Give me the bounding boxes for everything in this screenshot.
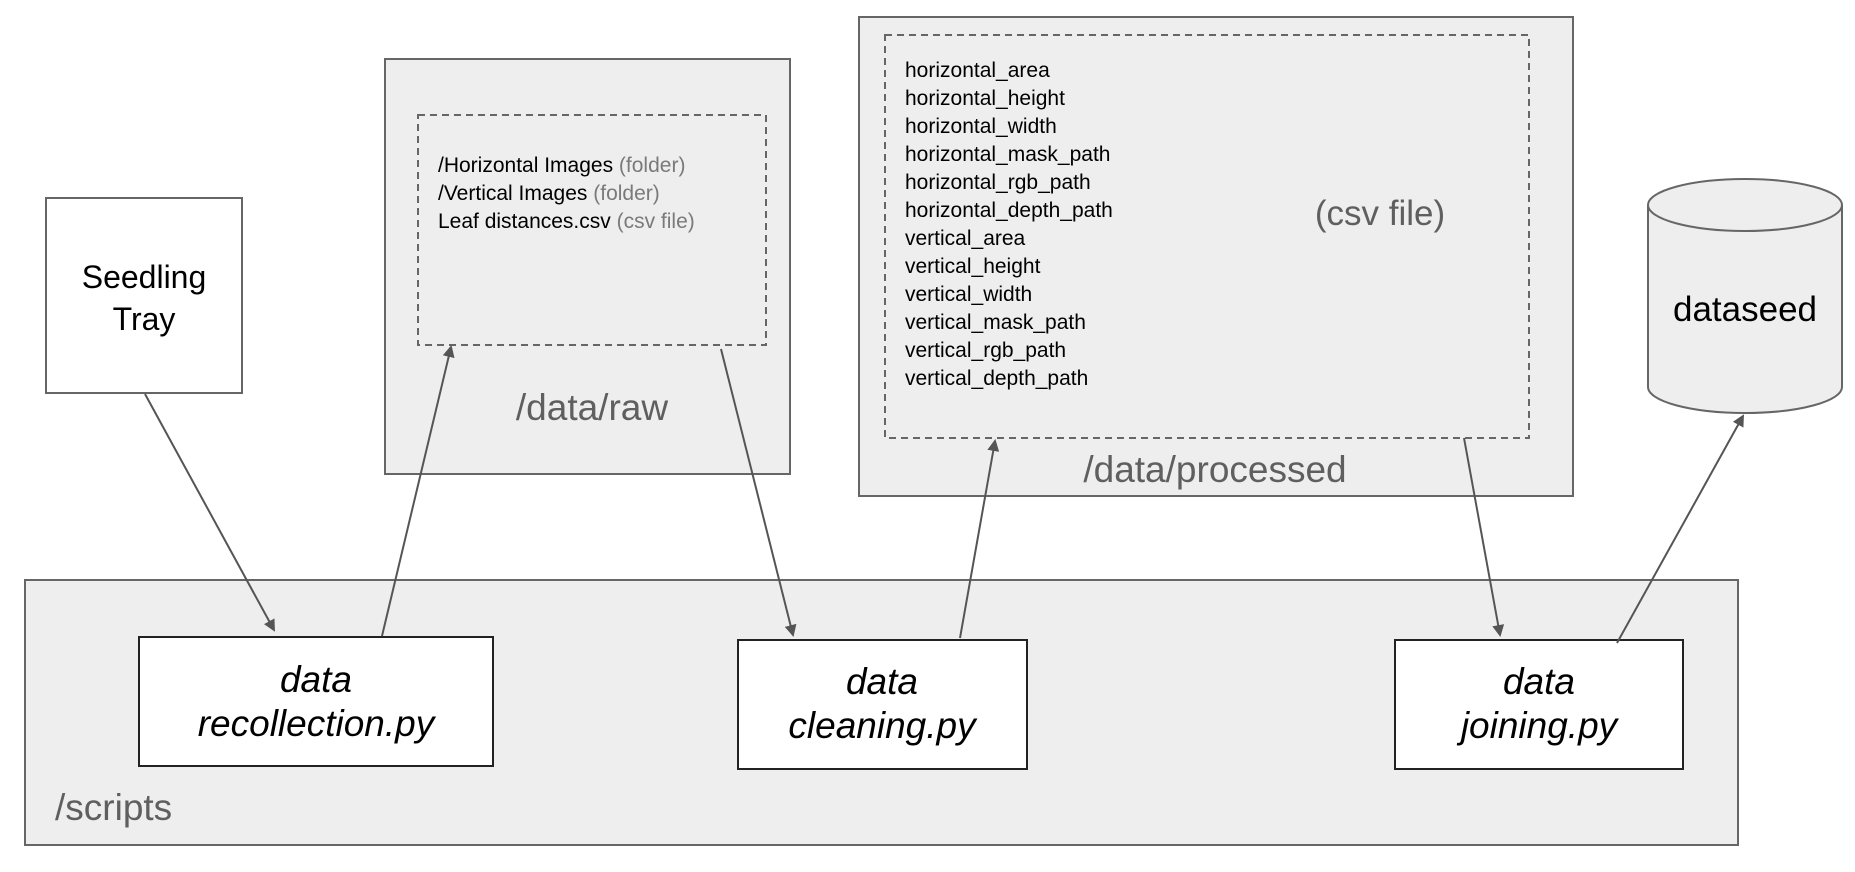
processed-column-item: vertical_depth_path <box>905 367 1088 390</box>
processed-column-item: horizontal_height <box>905 87 1065 110</box>
script-data-joining: data joining.py <box>1394 639 1684 770</box>
data-processed-label: /data/processed <box>1083 449 1346 490</box>
seedling-tray-label-line2: Tray <box>113 301 176 337</box>
script-cleaning-line1: data <box>846 661 918 702</box>
raw-item-horizontal-images: /Horizontal Images (folder) <box>438 154 685 177</box>
processed-column-item: vertical_area <box>905 227 1026 250</box>
arrow-cleaning-to-processed <box>959 439 1000 639</box>
raw-item-leaf-distances: Leaf distances.csv (csv file) <box>438 210 695 233</box>
script-cleaning-line2: cleaning.py <box>788 705 978 746</box>
processed-column-item: horizontal_area <box>905 59 1050 82</box>
processed-file-type-label: (csv file) <box>1315 194 1445 233</box>
arrow-tray-to-recollection <box>144 393 275 632</box>
data-raw-label: /data/raw <box>516 387 668 428</box>
processed-column-item: horizontal_depth_path <box>905 199 1113 222</box>
arrow-joining-to-dataseed <box>1616 414 1744 644</box>
data-raw-container: /Horizontal Images (folder) /Vertical Im… <box>384 58 791 475</box>
processed-column-item: vertical_rgb_path <box>905 339 1066 362</box>
script-data-recollection: data recollection.py <box>138 636 494 767</box>
raw-contents-box <box>417 114 767 346</box>
arrow-recollection-to-raw <box>381 345 455 637</box>
dataseed-label: dataseed <box>1673 290 1817 329</box>
arrow-processed-to-joining <box>1463 437 1505 637</box>
raw-item-vertical-images: /Vertical Images (folder) <box>438 182 660 205</box>
processed-csv-box <box>884 34 1530 439</box>
seedling-tray-node: Seedling Tray <box>45 197 243 394</box>
script-joining-line1: data <box>1503 661 1575 702</box>
processed-column-item: horizontal_rgb_path <box>905 171 1091 194</box>
processed-column-item: vertical_width <box>905 283 1032 306</box>
arrow-raw-to-cleaning <box>720 348 797 637</box>
processed-column-item: horizontal_mask_path <box>905 143 1110 166</box>
scripts-container-label: /scripts <box>55 787 172 828</box>
processed-column-item: vertical_height <box>905 255 1041 278</box>
seedling-tray-label-line1: Seedling <box>82 259 207 295</box>
script-joining-line2: joining.py <box>1456 705 1620 746</box>
script-data-cleaning: data cleaning.py <box>737 639 1028 770</box>
data-processed-container: horizontal_area horizontal_height horizont… <box>858 16 1574 497</box>
processed-column-item: vertical_mask_path <box>905 311 1086 334</box>
script-recollection-line1: data <box>280 659 352 700</box>
processed-column-item: horizontal_width <box>905 115 1057 138</box>
script-recollection-line2: recollection.py <box>198 703 437 744</box>
dataseed-database-icon: dataseed <box>1647 178 1843 414</box>
